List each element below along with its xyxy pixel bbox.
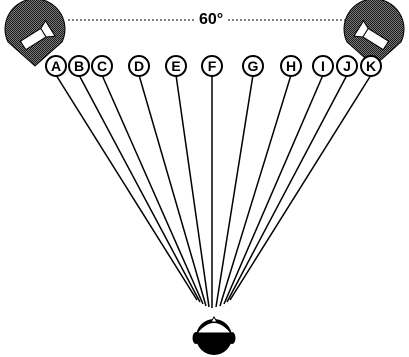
position-label-b: B bbox=[68, 55, 90, 77]
position-label-j: J bbox=[336, 55, 358, 77]
sight-line-d bbox=[139, 75, 206, 306]
sight-line-k bbox=[230, 75, 371, 300]
position-label-f: F bbox=[201, 55, 223, 77]
position-label-i: I bbox=[312, 55, 334, 77]
position-label-k: K bbox=[360, 55, 382, 77]
sight-line-i bbox=[224, 75, 323, 304]
position-label-h: H bbox=[280, 55, 302, 77]
sight-line-a bbox=[56, 75, 197, 300]
position-label-c: C bbox=[91, 55, 113, 77]
sight-line-j bbox=[227, 75, 347, 302]
listener-head-icon bbox=[193, 317, 236, 355]
position-label-g: G bbox=[242, 55, 264, 77]
position-label-d: D bbox=[128, 55, 150, 77]
sight-line-e bbox=[176, 75, 209, 307]
sight-line-c bbox=[102, 75, 203, 304]
position-label-e: E bbox=[165, 55, 187, 77]
sight-line-b bbox=[79, 75, 200, 302]
position-label-a: A bbox=[45, 55, 67, 77]
sight-line-h bbox=[220, 75, 291, 306]
angle-label: 60° bbox=[196, 11, 226, 29]
